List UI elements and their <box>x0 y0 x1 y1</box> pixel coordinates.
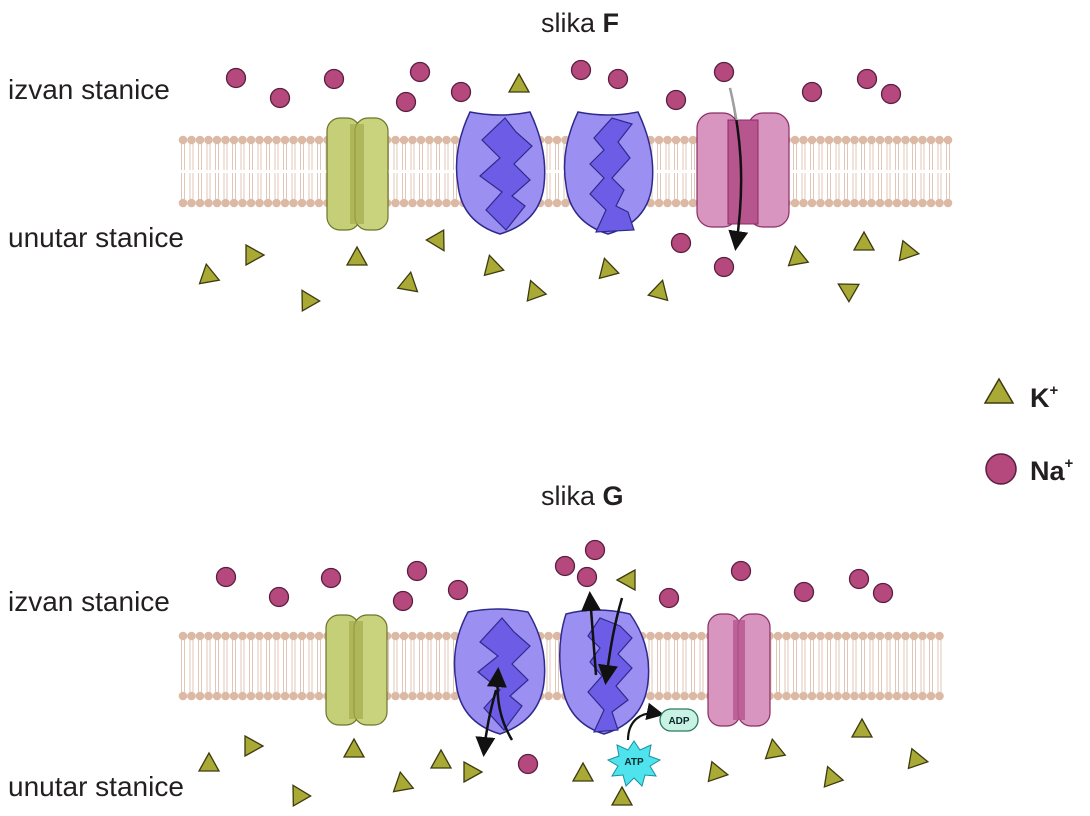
sodium-ion <box>570 59 592 81</box>
adp-text: ADP <box>668 716 689 727</box>
na-k-pump-right-bottom <box>559 609 650 735</box>
na-influx-arrow <box>728 87 749 251</box>
potassium-ion <box>898 239 921 262</box>
sodium-ion <box>584 539 606 561</box>
atp-burst: ATP <box>606 740 662 787</box>
sodium-ion <box>730 560 752 582</box>
panel-f-outside-label: izvan stanice <box>8 74 170 105</box>
potassium-ion <box>429 748 453 769</box>
legend-k-icon <box>983 377 1015 404</box>
na-k-pump-left-top <box>455 111 546 235</box>
legend-na-main: Na <box>1030 456 1065 486</box>
sodium-ion <box>320 567 342 589</box>
potassium-ion <box>197 751 221 772</box>
sodium-ion <box>872 582 894 604</box>
potassium-ion <box>507 72 531 93</box>
sodium-ion <box>269 87 291 109</box>
potassium-ion <box>823 765 845 788</box>
potassium-ion <box>787 244 810 267</box>
sodium-ion <box>268 586 290 608</box>
legend-k-sup: + <box>1049 382 1059 399</box>
legend-k-label: K+ <box>1030 383 1058 412</box>
na-k-pump-right-top <box>563 111 654 235</box>
panel-g-outside-label: izvan stanice <box>8 586 170 617</box>
panel-g-inside-label: unutar stanice <box>8 771 184 802</box>
sodium-ion <box>713 61 735 83</box>
sodium-ion <box>447 579 469 601</box>
k-channel-bottom <box>325 614 388 726</box>
potassium-ion <box>392 770 415 793</box>
na-k-pump-left-bottom <box>453 608 546 735</box>
potassium-ion <box>647 279 669 302</box>
na-channel-bottom <box>707 613 771 727</box>
k-channel-top <box>326 117 389 231</box>
sodium-ion <box>848 568 870 590</box>
sodium-ion <box>409 61 431 83</box>
adp-badge: ADP <box>659 708 699 732</box>
potassium-ion <box>342 737 366 758</box>
panel-f-inside-label: unutar stanice <box>8 222 184 253</box>
atp-to-adp-arrow <box>626 702 665 741</box>
k-import-arrow-left-pump <box>475 667 514 757</box>
potassium-ion <box>907 747 930 770</box>
sodium-ion <box>406 560 428 582</box>
potassium-ion <box>615 568 636 592</box>
potassium-ion <box>852 230 876 251</box>
atp-text: ATP <box>624 757 644 768</box>
potassium-ion <box>463 760 484 784</box>
potassium-ion <box>571 761 595 782</box>
panel-f-title: slika F <box>541 10 619 37</box>
sodium-ion <box>576 566 598 588</box>
sodium-ion <box>607 68 629 90</box>
ions-layer <box>197 59 930 808</box>
legend-na-icon <box>985 453 1017 485</box>
panel-f-title-letter: F <box>602 8 620 38</box>
sodium-ion <box>793 581 815 603</box>
sodium-ion <box>801 81 823 103</box>
sodium-ion <box>880 83 902 105</box>
sodium-ion <box>323 68 345 90</box>
sodium-ion <box>215 566 237 588</box>
potassium-ion <box>198 262 221 285</box>
panel-g-title-letter: G <box>602 481 624 511</box>
sodium-ion <box>392 590 414 612</box>
potassium-ion <box>610 785 634 806</box>
potassium-ion <box>598 257 620 280</box>
potassium-ion <box>850 717 874 738</box>
potassium-ion <box>301 289 321 313</box>
potassium-ion <box>483 254 505 277</box>
legend-k-main: K <box>1030 383 1050 413</box>
potassium-ion <box>245 243 266 267</box>
sodium-ion <box>665 89 687 111</box>
panel-g-title-prefix: slika <box>541 481 596 511</box>
na-export-arrow-right-pump <box>581 591 624 685</box>
sodium-ion <box>670 232 692 254</box>
sodium-ion <box>856 68 878 90</box>
sodium-ion <box>225 67 247 89</box>
legend-na-label: Na+ <box>1030 456 1073 485</box>
sodium-ion <box>713 256 735 278</box>
potassium-ion <box>707 760 730 783</box>
sodium-ion <box>658 587 680 609</box>
sodium-ion <box>517 753 539 775</box>
legend-na-sup: + <box>1064 455 1074 472</box>
potassium-ion <box>292 784 312 808</box>
potassium-ion <box>526 279 548 302</box>
potassium-ion <box>244 734 265 758</box>
potassium-ion <box>396 270 419 293</box>
panel-g-title: slika G <box>541 483 624 510</box>
panel-f-title-prefix: slika <box>541 8 596 38</box>
sodium-ion <box>450 81 472 103</box>
potassium-ion <box>837 283 861 303</box>
potassium-ion <box>425 228 445 252</box>
potassium-ion <box>345 245 369 266</box>
sodium-ion <box>395 91 417 113</box>
na-channel-top <box>696 112 790 228</box>
potassium-ion <box>764 737 787 760</box>
sodium-ion <box>554 555 576 577</box>
